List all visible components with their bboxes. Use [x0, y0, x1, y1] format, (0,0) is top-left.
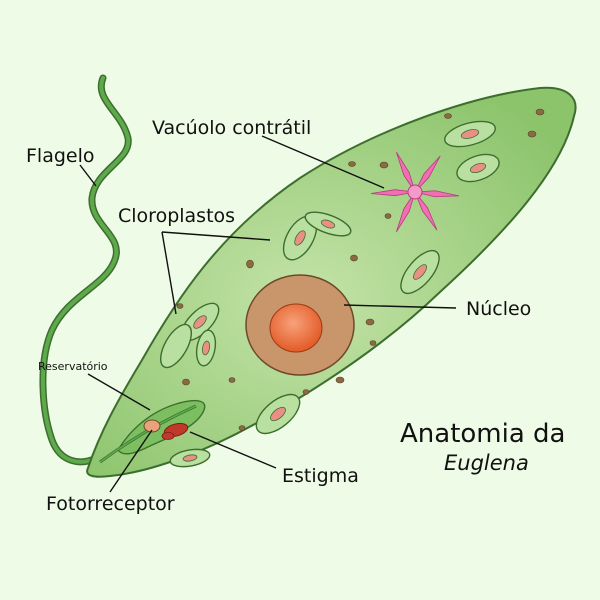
chloroplasts — [159, 120, 500, 468]
label-flagelo: Flagelo — [26, 145, 95, 167]
label-estigma: Estigma — [282, 465, 359, 487]
label-fotorreceptor: Fotorreceptor — [46, 493, 175, 515]
label-vacuolo-contratil: Vacúolo contrátil — [152, 117, 311, 139]
contractile-vacuole — [370, 151, 459, 233]
leader-lines — [79, 135, 457, 493]
label-cloroplastos: Cloroplastos — [118, 205, 235, 227]
reservoir — [99, 399, 206, 464]
granules — [176, 108, 545, 431]
label-reservatorio: Reservatório — [38, 360, 108, 373]
stigma — [161, 422, 189, 440]
title-line2: Euglena — [444, 451, 529, 475]
label-nucleo: Núcleo — [466, 298, 531, 320]
title-line1: Anatomia da — [400, 419, 565, 449]
cell-body — [86, 86, 577, 478]
nucleus — [245, 274, 355, 376]
photoreceptor — [143, 419, 161, 433]
